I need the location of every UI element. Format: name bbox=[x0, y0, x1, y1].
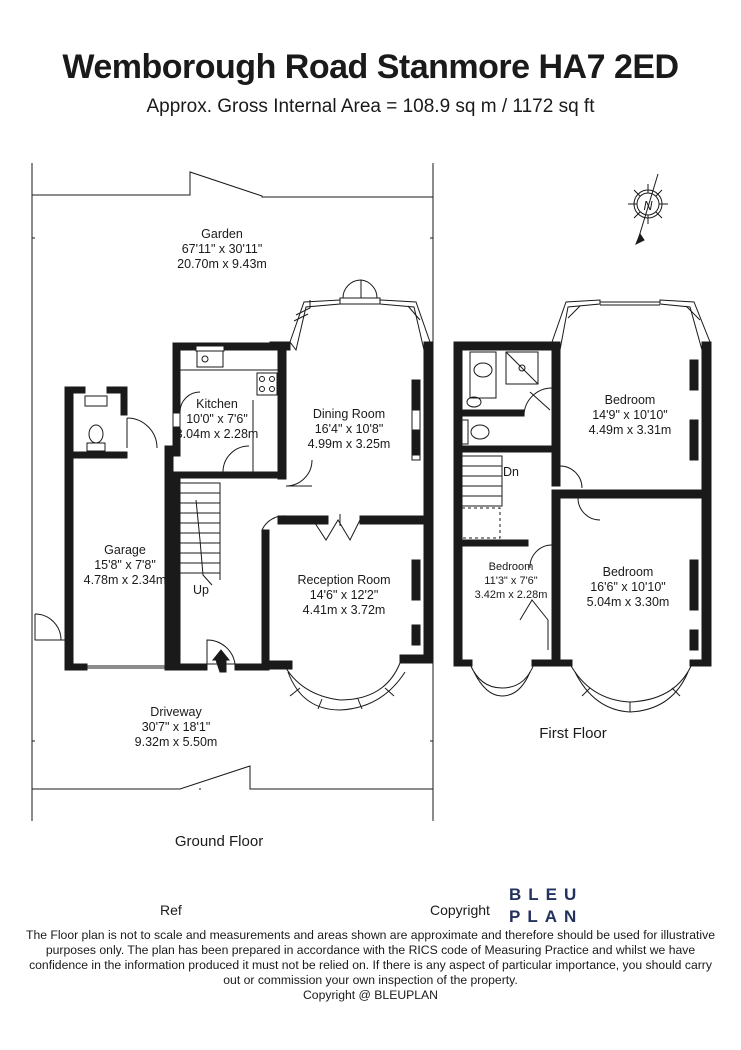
dining-reception-walls bbox=[261, 279, 434, 711]
ground-floor-labels: Garden 67'11" x 30'11" 20.70m x 9.43m Ki… bbox=[84, 227, 391, 850]
disclaimer-text: The Floor plan is not to scale and measu… bbox=[26, 928, 715, 987]
brand-logo: BLEU PLAN bbox=[509, 884, 609, 928]
room-name: Bedroom bbox=[603, 565, 654, 579]
ground-floor-label: Ground Floor bbox=[175, 833, 263, 850]
first-floor-plan bbox=[453, 299, 712, 713]
room-imperial: 14'9" x 10'10" bbox=[592, 408, 668, 422]
ground-floor-plan bbox=[31, 163, 668, 821]
room-metric: 3.04m x 2.28m bbox=[176, 427, 259, 441]
room-imperial: 11'3" x 7'6" bbox=[484, 575, 537, 587]
room-name: Bedroom bbox=[489, 561, 534, 573]
room-imperial: 67'11" x 30'11" bbox=[182, 242, 263, 256]
room-imperial: 16'6" x 10'10" bbox=[590, 580, 666, 594]
room-metric: 4.99m x 3.25m bbox=[308, 437, 391, 451]
copyright-label: Copyright bbox=[430, 902, 490, 918]
brand-line-1: BLEU bbox=[509, 885, 584, 904]
compass-north-label: N bbox=[643, 199, 653, 213]
room-name: Driveway bbox=[150, 705, 202, 719]
brand-line-2: PLAN bbox=[509, 907, 584, 926]
room-imperial: 15'8" x 7'8" bbox=[94, 558, 156, 572]
garage-walls bbox=[34, 386, 182, 671]
room-name: Garden bbox=[201, 227, 243, 241]
site-boundary bbox=[31, 163, 434, 821]
room-metric: 4.78m x 2.34m bbox=[84, 573, 167, 587]
room-metric: 20.70m x 9.43m bbox=[177, 257, 267, 271]
copyright-line: Copyright @ BLEUPLAN bbox=[303, 988, 438, 1002]
room-name: Reception Room bbox=[297, 573, 390, 587]
first-floor-labels: Dn Bedroom 14'9" x 10'10" 4.49m x 3.31m … bbox=[475, 393, 672, 742]
compass-rose bbox=[628, 173, 668, 246]
room-metric: 9.32m x 5.50m bbox=[135, 735, 218, 749]
first-floor-label: First Floor bbox=[539, 725, 607, 742]
room-metric: 5.04m x 3.30m bbox=[587, 595, 670, 609]
room-name: Garage bbox=[104, 543, 146, 557]
stair-down-label: Dn bbox=[503, 465, 519, 479]
stair-up-label: Up bbox=[193, 583, 209, 597]
room-imperial: 30'7" x 18'1" bbox=[142, 720, 211, 734]
room-name: Dining Room bbox=[313, 407, 385, 421]
room-name: Bedroom bbox=[605, 393, 656, 407]
hall-stairs bbox=[172, 477, 263, 673]
room-name: Kitchen bbox=[196, 397, 238, 411]
room-imperial: 14'6" x 12'2" bbox=[310, 588, 379, 602]
gross-area-subtitle: Approx. Gross Internal Area = 108.9 sq m… bbox=[146, 96, 595, 117]
room-imperial: 16'4" x 10'8" bbox=[315, 422, 384, 436]
page-title: Wemborough Road Stanmore HA7 2ED bbox=[62, 48, 679, 86]
room-imperial: 10'0" x 7'6" bbox=[186, 412, 248, 426]
room-metric: 4.41m x 3.72m bbox=[303, 603, 386, 617]
garage-wc bbox=[84, 395, 158, 452]
room-metric: 3.42m x 2.28m bbox=[475, 589, 548, 601]
room-metric: 4.49m x 3.31m bbox=[589, 423, 672, 437]
ref-label: Ref bbox=[160, 902, 182, 918]
